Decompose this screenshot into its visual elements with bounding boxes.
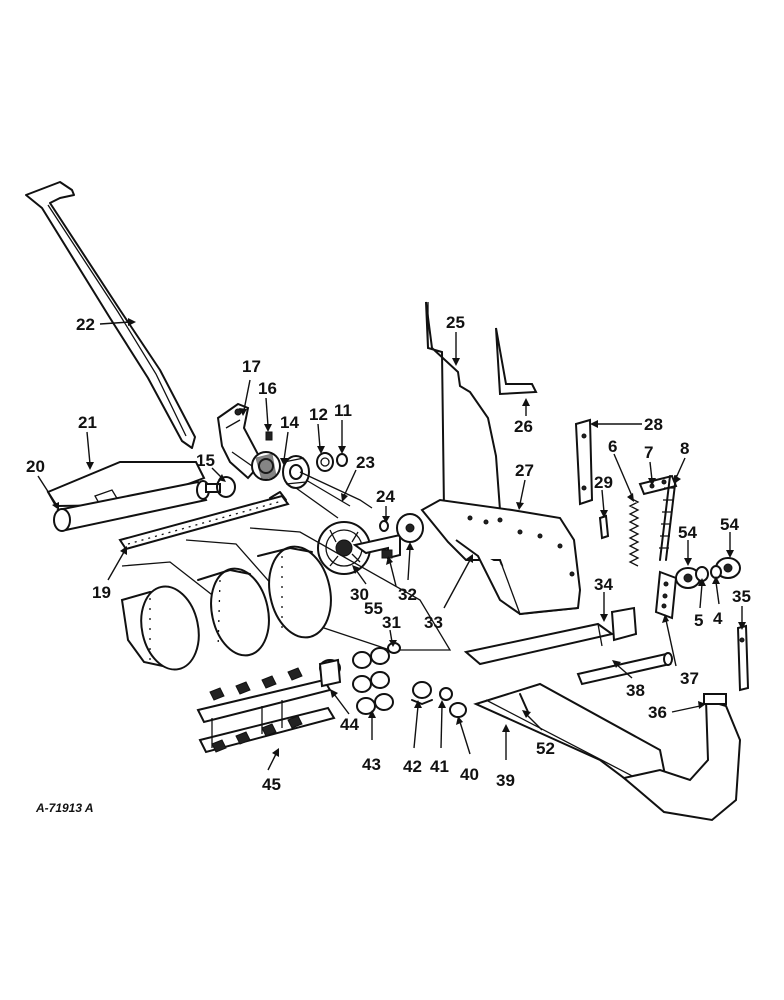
rear-housing-part <box>420 498 582 616</box>
perforated-strip-part <box>118 491 290 551</box>
bushing-part <box>439 687 453 701</box>
callout-23: 23 <box>356 453 375 472</box>
callout-39: 39 <box>496 771 515 790</box>
callout-24: 24 <box>376 487 395 506</box>
support-arm-part <box>25 181 196 449</box>
shaft-part <box>576 652 673 686</box>
callout-8: 8 <box>680 439 689 458</box>
callout-35: 35 <box>732 587 751 606</box>
callout-36: 36 <box>648 703 667 722</box>
callout-30: 30 <box>350 585 369 604</box>
belt-loops-part <box>120 527 452 671</box>
callout-44: 44 <box>340 715 359 734</box>
callout-42: 42 <box>403 757 422 776</box>
spring-shaft-assembly-part <box>196 658 342 754</box>
flange-plate-part <box>675 567 701 589</box>
idler-pulley-part <box>251 451 281 481</box>
callout-31: 31 <box>382 613 401 632</box>
collar-part <box>316 452 334 472</box>
adjuster-plate-part <box>654 570 678 620</box>
drive-belt-part <box>295 471 373 519</box>
callout-17: 17 <box>242 357 261 376</box>
idler-bracket-part <box>216 402 264 480</box>
callout-45: 45 <box>262 775 281 794</box>
callout-54-left: 54 <box>678 523 697 542</box>
small-clip-part <box>598 514 610 540</box>
callout-labels: 22 17 16 14 12 11 21 20 15 23 19 24 25 2… <box>26 313 751 794</box>
flange-plate-part-2 <box>715 557 741 579</box>
mounting-strap-part <box>736 624 750 692</box>
callout-37: 37 <box>680 669 699 688</box>
callout-52: 52 <box>536 739 555 758</box>
spacer-part <box>449 702 467 718</box>
callout-4: 4 <box>713 609 723 628</box>
callout-21: 21 <box>78 413 97 432</box>
callout-34: 34 <box>594 575 613 594</box>
callout-28: 28 <box>644 415 663 434</box>
small-nut-part <box>379 520 389 532</box>
callout-20: 20 <box>26 457 45 476</box>
callout-22: 22 <box>76 315 95 334</box>
flange-bearing-part-2 <box>396 513 424 543</box>
drawing-code: A-71913 A <box>35 801 94 815</box>
callout-32: 32 <box>398 585 417 604</box>
angle-bracket-part <box>574 418 594 506</box>
callout-5: 5 <box>694 611 703 630</box>
leader-lines <box>37 318 746 771</box>
callout-6: 6 <box>608 437 617 456</box>
callout-16: 16 <box>258 379 277 398</box>
callout-26: 26 <box>514 417 533 436</box>
callout-12: 12 <box>309 405 328 424</box>
shield-brace-part <box>495 327 538 396</box>
flange-bearing-part <box>282 455 310 489</box>
callout-33: 33 <box>424 613 443 632</box>
callout-11: 11 <box>334 401 352 420</box>
chain-part <box>659 475 677 561</box>
hex-bolt-part <box>265 431 273 441</box>
callout-40: 40 <box>460 765 479 784</box>
frame-bar-part <box>463 606 638 666</box>
callout-15: 15 <box>196 451 215 470</box>
side-shield-part <box>425 301 502 511</box>
drive-pulley-part <box>317 521 371 575</box>
spool-cluster-part <box>352 642 401 715</box>
callout-41: 41 <box>430 757 449 776</box>
callout-38: 38 <box>626 681 645 700</box>
callout-25: 25 <box>446 313 465 332</box>
callout-27: 27 <box>515 461 534 480</box>
callout-7: 7 <box>644 443 653 462</box>
callout-14: 14 <box>280 413 299 432</box>
snap-ring-part <box>216 476 236 498</box>
callout-55: 55 <box>364 599 383 618</box>
roller-part <box>53 480 221 532</box>
chute-pan-part <box>621 693 742 822</box>
clamp-part <box>411 681 433 705</box>
washer-part <box>336 453 348 467</box>
callout-54-right: 54 <box>720 515 739 534</box>
callout-29: 29 <box>594 473 613 492</box>
callout-19: 19 <box>92 583 111 602</box>
tension-spring-part <box>628 497 640 567</box>
callout-43: 43 <box>362 755 381 774</box>
